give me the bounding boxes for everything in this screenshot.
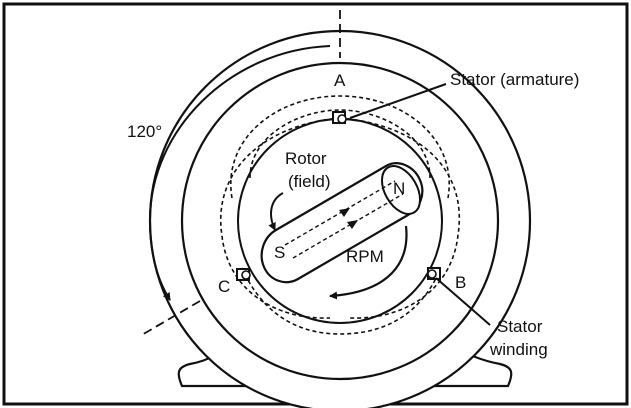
coil-slot-a-dot [337,114,347,124]
winding-loop-a [249,109,431,179]
winding-loop-a-outer [230,95,450,199]
stator-armature-label: Stator (armature) [450,70,579,89]
rpm-rotation-arrow [329,225,408,300]
angle-ref-line-bottom [139,300,201,337]
pole-c-label: C [218,277,230,296]
north-pole-label: N [393,179,405,198]
rotor-flux-line-2 [292,193,404,259]
winding-loop-b [339,117,461,319]
angle-arc [148,45,331,301]
rotor-label-arrow [268,192,284,231]
rotor-label-line2: (field) [288,172,331,191]
stator-winding-label-line1: Stator [497,317,543,336]
rotor-label-line1: Rotor [285,149,327,168]
rotor-flux-arrow-2 [347,220,358,229]
stator-winding-label-line2: winding [489,340,548,359]
stator-winding-leader [435,277,491,326]
winding-loop-c [219,117,341,319]
rpm-label: RPM [346,247,384,266]
rotor [260,162,424,284]
rotor-end-face [381,165,421,215]
rotor-flux-line-1 [284,180,396,246]
rotor-flux-arrow-1 [339,208,350,217]
pole-a-label: A [334,71,346,90]
stator-armature-leader [349,83,447,119]
south-pole-label: S [274,243,285,262]
winding-loop-bottom [241,267,441,335]
angle-label: 120° [127,122,162,141]
coil-slot-c-dot [241,270,251,280]
pole-b-label: B [455,273,466,292]
coil-slot-b-dot [427,269,437,279]
